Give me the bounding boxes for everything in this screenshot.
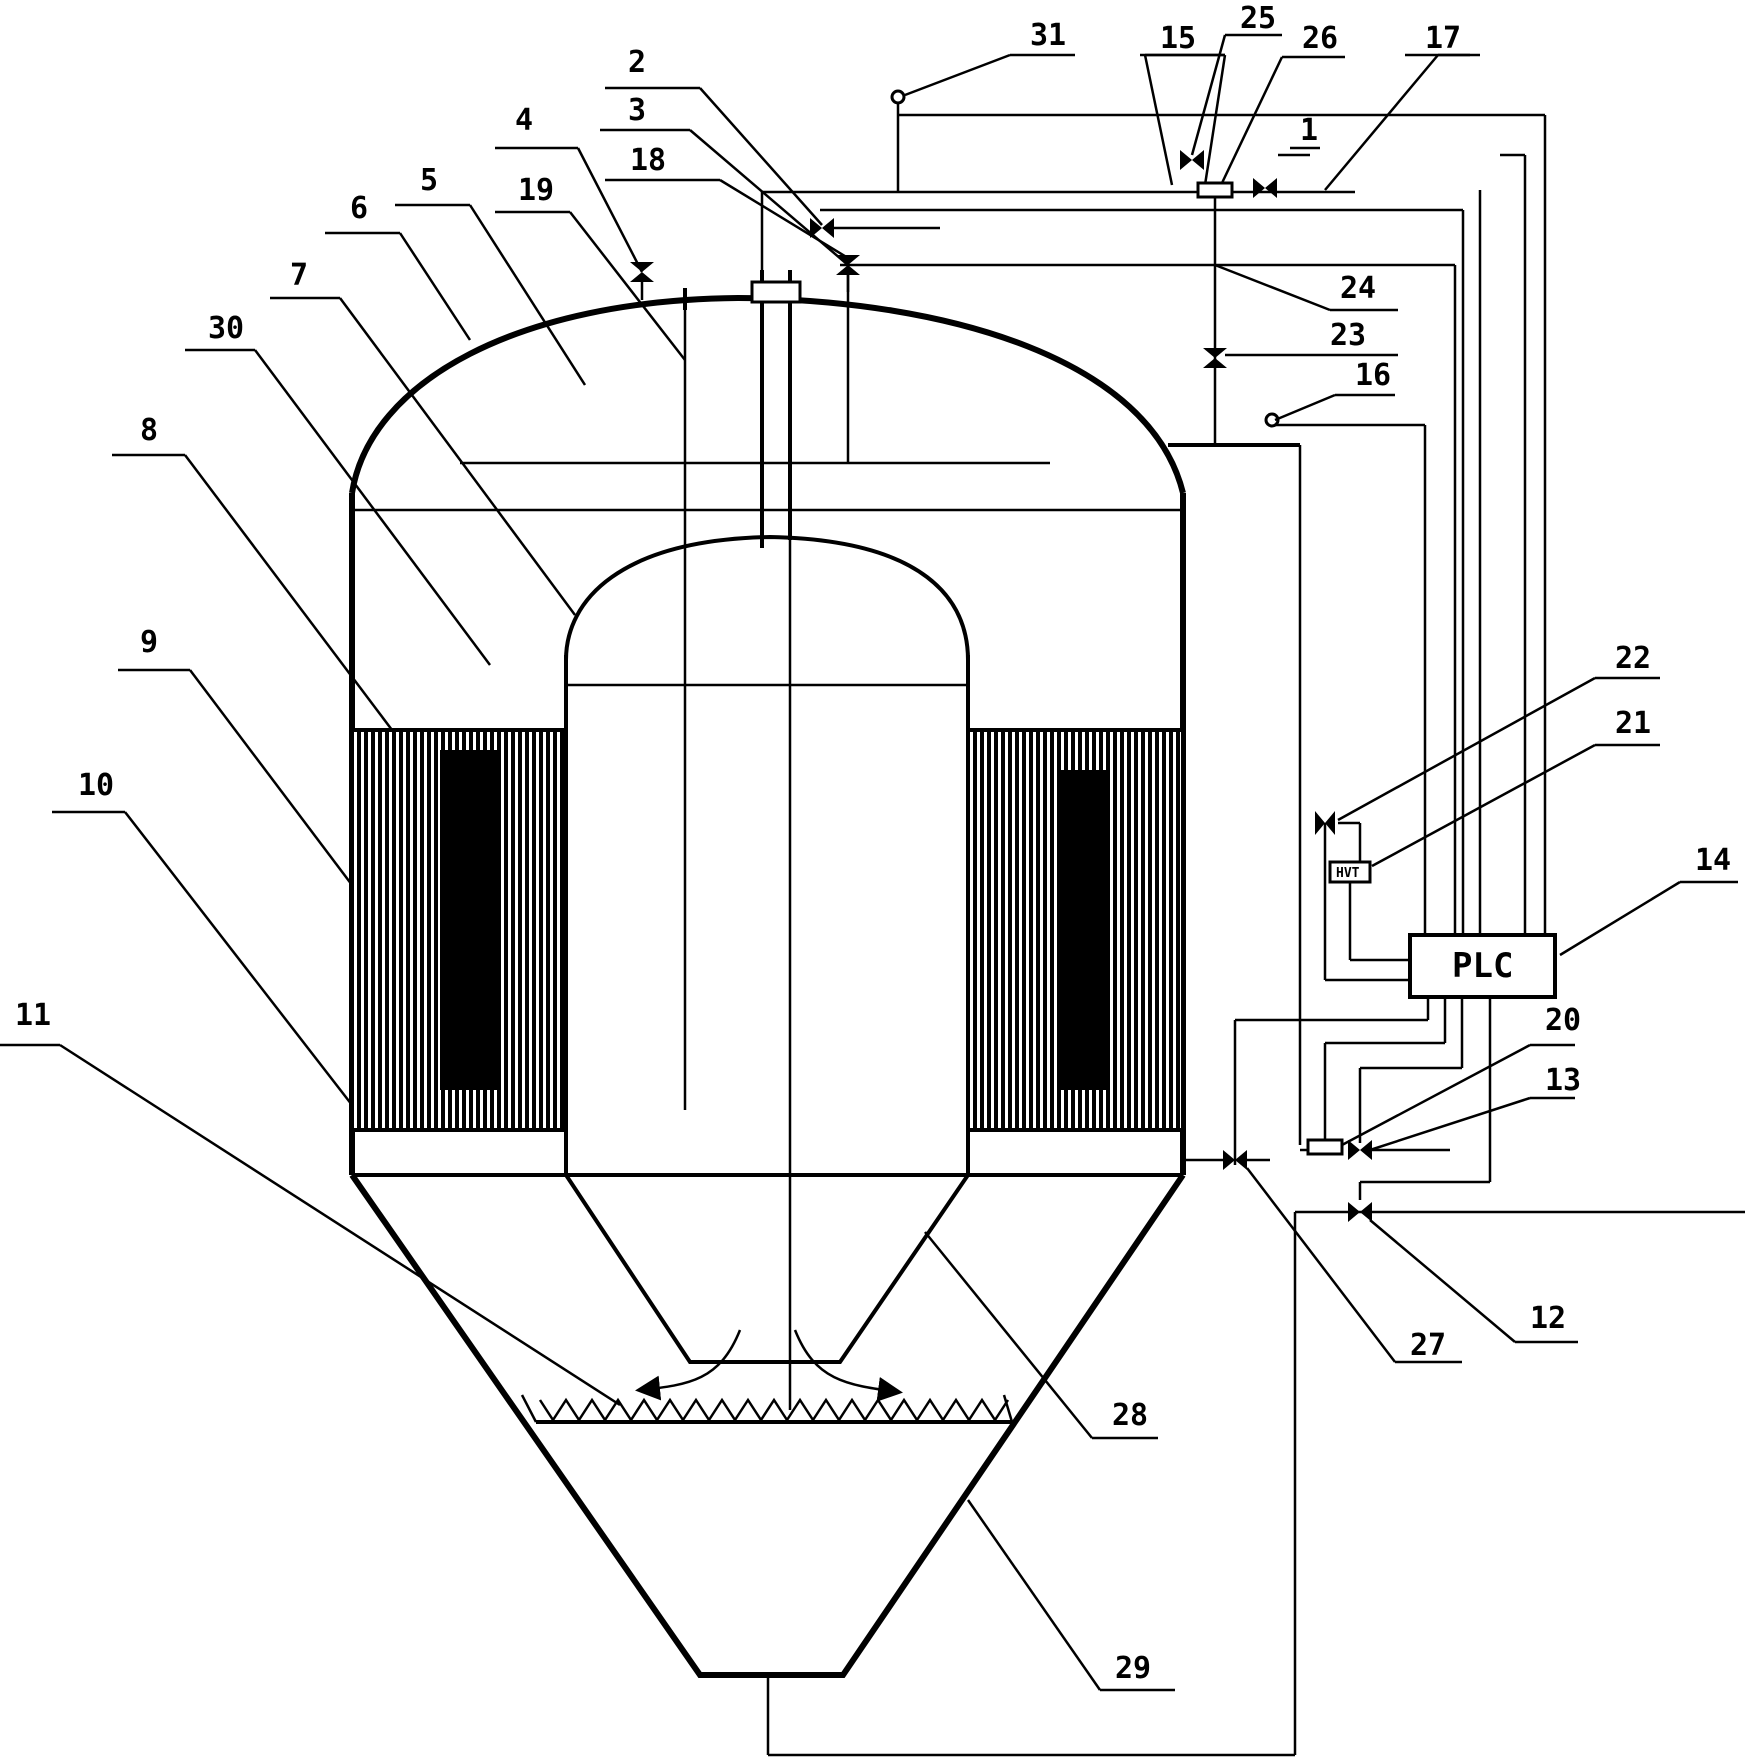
callout-4: 4 <box>515 103 533 138</box>
distributor-plate <box>520 1394 1014 1424</box>
valve-23 <box>1203 348 1227 368</box>
callout-12: 12 <box>1530 1301 1566 1336</box>
callout-28: 28 <box>1112 1398 1148 1433</box>
callout-18: 18 <box>630 143 666 178</box>
flow-arrow-right <box>793 1329 903 1402</box>
side-column <box>1168 190 1302 1145</box>
valve-17 <box>1253 178 1277 198</box>
callouts: 1 2 3 4 5 6 7 8 9 10 <box>0 1 1738 1692</box>
callout-16: 16 <box>1355 358 1391 393</box>
callout-19: 19 <box>518 173 554 208</box>
callout-10: 10 <box>78 768 114 803</box>
callout-27: 27 <box>1410 1328 1446 1363</box>
valve-25 <box>1180 150 1204 170</box>
callout-2: 2 <box>628 45 646 80</box>
callout-13: 13 <box>1545 1063 1581 1098</box>
central-feed-pipe <box>750 270 802 1410</box>
callout-20: 20 <box>1545 1003 1581 1038</box>
callout-7: 7 <box>290 258 308 293</box>
callout-26: 26 <box>1302 21 1338 56</box>
outer-cone-bottom <box>349 1173 1186 1678</box>
callout-9: 9 <box>140 625 158 660</box>
callout-17: 17 <box>1425 21 1461 56</box>
callout-1: 1 <box>1300 113 1318 148</box>
feed-pipe-flange <box>750 280 802 304</box>
callout-5: 5 <box>420 163 438 198</box>
callout-23: 23 <box>1330 318 1366 353</box>
outer-vessel <box>349 294 1186 1678</box>
inner-cone-bottom <box>564 1173 970 1364</box>
plc-label: PLC <box>1452 946 1513 986</box>
valve-13 <box>1348 1140 1372 1160</box>
pump-26 <box>1196 181 1234 199</box>
left-fiber-bundle <box>354 728 564 1132</box>
callout-22: 22 <box>1615 641 1651 676</box>
plc-output-lines <box>1233 997 1492 1200</box>
right-fiber-bundle <box>970 728 1181 1132</box>
valve-2 <box>810 218 940 238</box>
callout-6: 6 <box>350 191 368 226</box>
callout-29: 29 <box>1115 1651 1151 1686</box>
callout-3: 3 <box>628 93 646 128</box>
callout-31: 31 <box>1030 18 1066 53</box>
callout-11: 11 <box>15 998 51 1033</box>
callout-8: 8 <box>140 413 158 448</box>
valve-27 <box>1223 1150 1247 1170</box>
callout-14: 14 <box>1695 843 1731 878</box>
inner-dome-head <box>564 534 970 661</box>
callout-30: 30 <box>208 311 244 346</box>
left-fiber-core <box>440 750 500 1090</box>
pump-20 <box>1306 1138 1344 1156</box>
right-fiber-core <box>1060 770 1110 1090</box>
callout-21: 21 <box>1615 706 1651 741</box>
callout-15: 15 <box>1160 21 1196 56</box>
inner-cylinder <box>564 534 970 1364</box>
plc-controller: PLC <box>1408 933 1557 999</box>
callout-24: 24 <box>1340 271 1376 306</box>
outer-dome-head <box>349 294 1186 494</box>
callout-25: 25 <box>1240 1 1276 36</box>
flow-arrow-left <box>635 1329 742 1401</box>
meter-21-label: HVT <box>1336 866 1360 881</box>
distributor-teeth <box>538 1397 1010 1423</box>
gauge-31 <box>890 89 906 105</box>
